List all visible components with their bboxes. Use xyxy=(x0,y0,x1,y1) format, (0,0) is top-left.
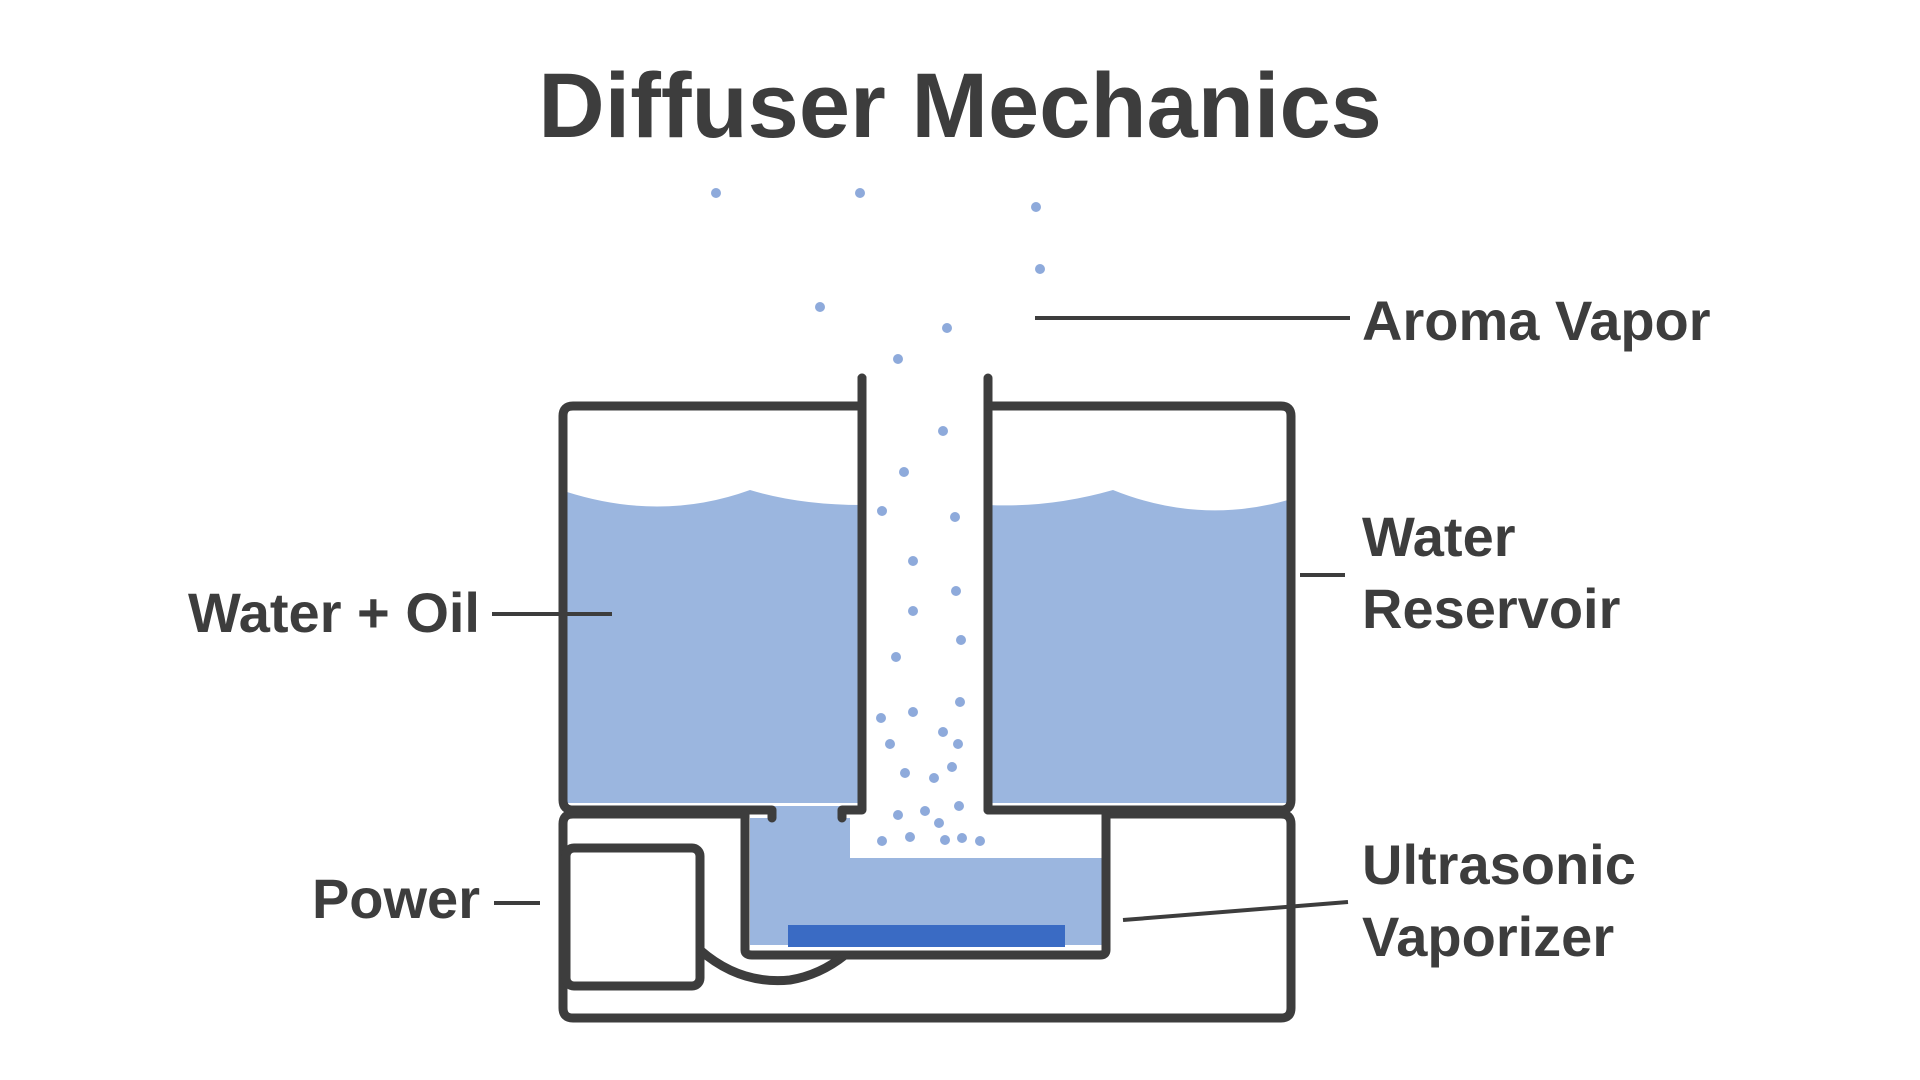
label-aroma-vapor: Aroma Vapor xyxy=(1362,289,1711,352)
label-water-reservoir-line2: Reservoir xyxy=(1362,577,1620,640)
vapor-droplet xyxy=(920,806,930,816)
vapor-droplet xyxy=(893,354,903,364)
center-tube-left xyxy=(837,373,867,823)
leader-ultrasonic xyxy=(1122,900,1349,922)
vapor-droplet xyxy=(940,835,950,845)
vapor-droplet xyxy=(885,739,895,749)
vapor-droplet xyxy=(855,188,865,198)
vapor-droplet xyxy=(942,323,952,333)
vapor-droplet xyxy=(929,773,939,783)
reservoir-water-right xyxy=(988,490,1288,803)
vapor-droplet xyxy=(711,188,721,198)
vapor-droplet xyxy=(905,832,915,842)
vapor-droplet xyxy=(938,727,948,737)
power-cable xyxy=(695,945,850,986)
vapor-droplet xyxy=(908,556,918,566)
vapor-droplet xyxy=(900,768,910,778)
vapor-droplet xyxy=(934,818,944,828)
vapor-droplet xyxy=(891,652,901,662)
vapor-droplet xyxy=(899,467,909,477)
vapor-droplet xyxy=(975,836,985,846)
vapor-droplet xyxy=(951,586,961,596)
vapor-droplet xyxy=(908,606,918,616)
label-water-reservoir-line1: Water xyxy=(1362,505,1516,568)
vapor-droplet xyxy=(815,302,825,312)
vapor-droplet xyxy=(953,739,963,749)
power-unit xyxy=(561,843,705,991)
label-water-oil: Water + Oil xyxy=(188,581,480,644)
vapor-droplet xyxy=(877,836,887,846)
vapor-droplet xyxy=(893,810,903,820)
vaporizer-chamber xyxy=(740,809,1111,960)
chamber-water xyxy=(750,806,1102,945)
reservoir-water-left xyxy=(567,490,862,803)
ultrasonic-plate xyxy=(788,925,1065,947)
base-housing xyxy=(558,809,1296,1023)
vapor-droplet xyxy=(876,713,886,723)
diagram-title: Diffuser Mechanics xyxy=(538,55,1382,157)
vapor-droplet xyxy=(950,512,960,522)
vapor-droplet xyxy=(1035,264,1045,274)
vapor-droplet xyxy=(938,426,948,436)
vapor-droplet xyxy=(957,833,967,843)
vapor-droplet xyxy=(956,635,966,645)
vapor-droplets xyxy=(711,188,1045,846)
vapor-droplet xyxy=(947,762,957,772)
vapor-droplet xyxy=(955,697,965,707)
label-ultrasonic-line1: Ultrasonic xyxy=(1362,833,1636,896)
vapor-droplet xyxy=(1031,202,1041,212)
reservoir-right-wall xyxy=(983,401,1296,815)
vapor-droplet xyxy=(954,801,964,811)
label-power: Power xyxy=(312,867,480,930)
vapor-droplet xyxy=(877,506,887,516)
label-ultrasonic-line2: Vaporizer xyxy=(1362,905,1614,968)
vapor-droplet xyxy=(908,707,918,717)
